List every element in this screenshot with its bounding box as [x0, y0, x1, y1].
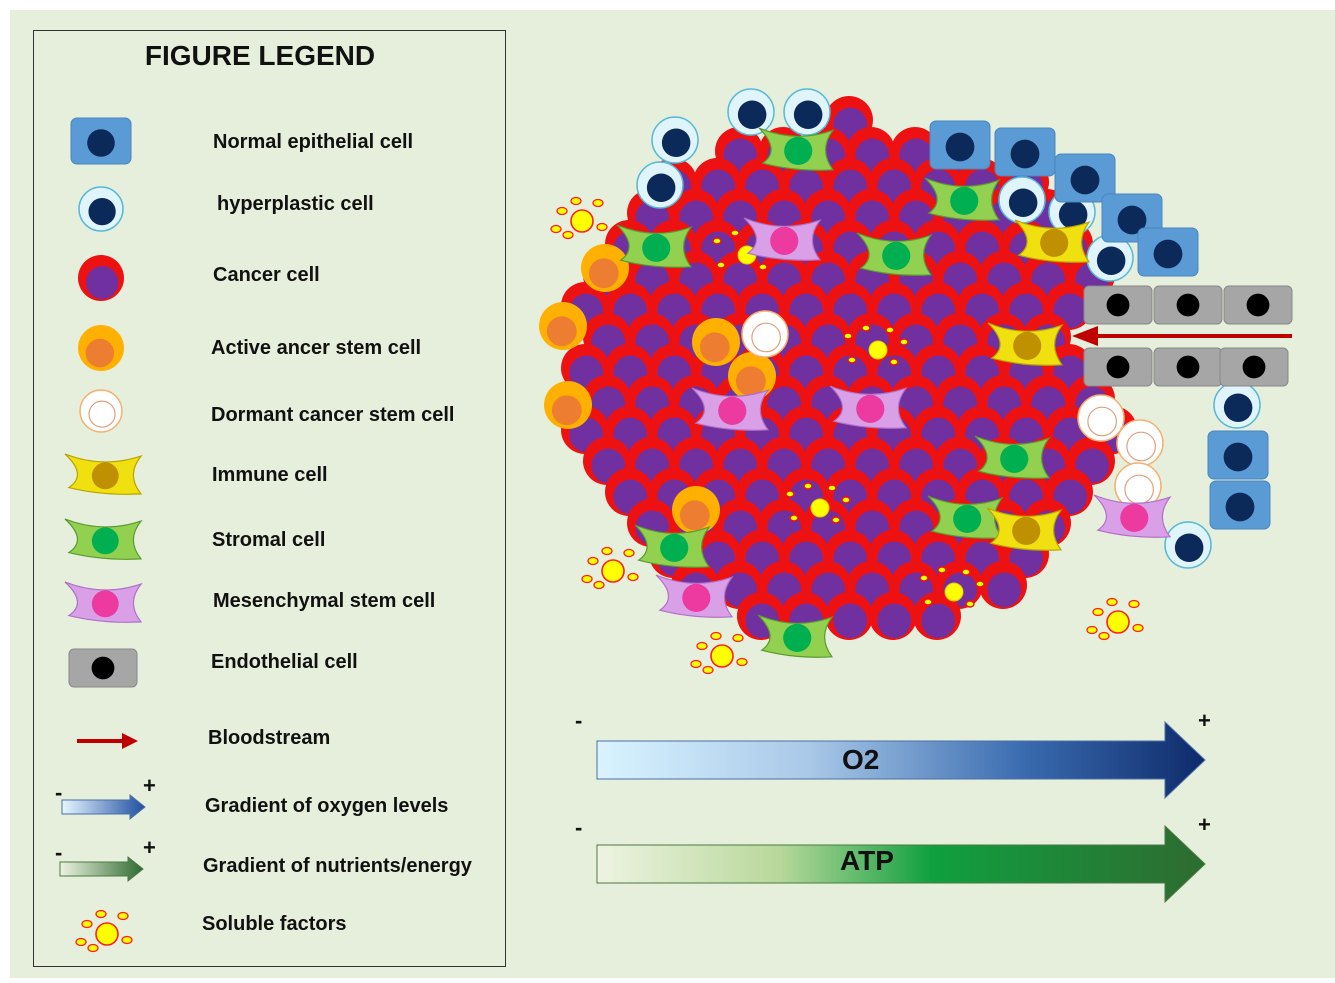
- cancer-cell: [825, 592, 873, 640]
- normal-epithelial-cell: [929, 120, 991, 170]
- active-cancer-stem-cell: [692, 318, 740, 366]
- legend-label-dormant-stem: Dormant cancer stem cell: [211, 404, 455, 426]
- nutrient-gradient-arrow-icon: [59, 855, 144, 883]
- immune-cell: [987, 322, 1064, 366]
- stromal-cell: [757, 614, 834, 658]
- oxygen-gradient-arrow-icon: [61, 793, 146, 821]
- stromal-cell: [924, 177, 1001, 221]
- oxygen-gradient-label: O2: [842, 744, 880, 775]
- hyperplastic-cell: [998, 176, 1046, 224]
- soluble-factors: [1086, 597, 1144, 641]
- atp-gradient-plus: +: [1198, 812, 1211, 837]
- soluble-factors: [581, 546, 639, 590]
- immune-cell: [1014, 219, 1091, 263]
- legend-label-hyperplastic: hyperplastic cell: [217, 193, 374, 215]
- dormant-cancer-stem-cell: [741, 310, 789, 358]
- hyperplastic-cell: [78, 186, 124, 232]
- legend-label-active-stem: Active ancer stem cell: [211, 337, 422, 359]
- endothelial-cell: [1153, 285, 1223, 325]
- hyperplastic-cell: [727, 88, 775, 136]
- stromal-cell: [616, 224, 693, 268]
- normal-epithelial-cell: [1137, 227, 1199, 277]
- endothelial-cell: [1153, 347, 1223, 387]
- atp-gradient-arrow: [596, 824, 1206, 904]
- legend-nutrient-minus: -: [55, 840, 63, 865]
- stromal-cell: [927, 495, 1004, 539]
- soluble-factors: [690, 631, 748, 675]
- legend-oxygen-plus: +: [143, 773, 156, 798]
- mesenchymal-stem-cell: [655, 574, 734, 618]
- legend-label-stromal: Stromal cell: [212, 529, 326, 551]
- oxygen-gradient-arrow: [596, 720, 1206, 800]
- hyperplastic-cell: [1164, 521, 1212, 569]
- dormant-cancer-stem-cell: [1116, 419, 1164, 467]
- normal-epithelial-cell: [1209, 480, 1271, 530]
- stromal-cell: [758, 127, 835, 171]
- cancer-cell: [979, 561, 1027, 609]
- active-cancer-stem-cell: [78, 325, 124, 371]
- immune-cell: [64, 453, 143, 495]
- bloodstream-arrow-icon: [77, 733, 138, 749]
- bloodstream-arrow: [1072, 326, 1292, 346]
- active-cancer-stem-cell: [728, 352, 776, 400]
- hyperplastic-cell: [1213, 381, 1261, 429]
- mesenchymal-stem-cell: [1093, 494, 1172, 538]
- legend-label-oxygen-gradient: Gradient of oxygen levels: [205, 795, 449, 817]
- stromal-cell: [856, 232, 933, 276]
- figure-legend-box: [33, 30, 506, 967]
- legend-label-soluble-factors: Soluble factors: [202, 913, 347, 935]
- normal-epithelial-cell: [1054, 153, 1116, 203]
- stromal-cell: [634, 524, 711, 568]
- oxygen-gradient-plus: +: [1198, 708, 1211, 733]
- soluble-factors: [75, 909, 133, 953]
- active-cancer-stem-cell: [581, 244, 629, 292]
- mesenchymal-stem-cell: [829, 385, 908, 429]
- active-cancer-stem-cell: [539, 302, 587, 350]
- stromal-cell: [64, 518, 143, 560]
- atp-gradient-minus: -: [575, 815, 583, 840]
- legend-label-mesenchymal: Mesenchymal stem cell: [213, 590, 436, 612]
- oxygen-gradient-minus: -: [575, 708, 583, 733]
- legend-label-endothelial: Endothelial cell: [211, 651, 358, 673]
- stromal-cell: [974, 435, 1051, 479]
- legend-label-bloodstream: Bloodstream: [208, 727, 331, 749]
- mesenchymal-stem-cell: [691, 387, 770, 431]
- endothelial-cell: [1083, 347, 1153, 387]
- endothelial-cell: [1223, 285, 1293, 325]
- soluble-factors: [550, 196, 608, 240]
- hyperplastic-cell: [651, 116, 699, 164]
- soluble-factors-cluster: [785, 482, 851, 524]
- hyperplastic-cell: [636, 161, 684, 209]
- legend-label-nutrient-gradient: Gradient of nutrients/energy: [203, 855, 472, 877]
- cancer-cell: [869, 592, 917, 640]
- legend-oxygen-minus: -: [55, 780, 63, 805]
- mesenchymal-stem-cell: [743, 217, 822, 261]
- legend-title: FIGURE LEGEND: [144, 40, 376, 71]
- atp-gradient-label: ATP: [840, 845, 894, 876]
- hyperplastic-cell: [783, 88, 831, 136]
- immune-cell: [986, 507, 1063, 551]
- legend-label-immune: Immune cell: [212, 464, 328, 486]
- soluble-factors-cluster: [919, 566, 985, 608]
- normal-epithelial-cell: [994, 127, 1056, 177]
- legend-nutrient-plus: +: [143, 835, 156, 860]
- endothelial-cell: [1219, 347, 1289, 387]
- legend-label-normal-epithelial: Normal epithelial cell: [213, 131, 414, 153]
- endothelial-cell: [1083, 285, 1153, 325]
- dormant-cancer-stem-cell: [1077, 394, 1125, 442]
- active-cancer-stem-cell: [672, 486, 720, 534]
- normal-epithelial-cell: [70, 117, 132, 165]
- dormant-cancer-stem-cell: [79, 389, 123, 433]
- soluble-factors-cluster: [843, 324, 909, 366]
- cancer-cell: [78, 255, 124, 301]
- active-cancer-stem-cell: [544, 381, 592, 429]
- legend-label-cancer: Cancer cell: [213, 264, 320, 286]
- mesenchymal-stem-cell: [64, 581, 143, 623]
- normal-epithelial-cell: [1207, 430, 1269, 480]
- endothelial-cell: [68, 648, 138, 688]
